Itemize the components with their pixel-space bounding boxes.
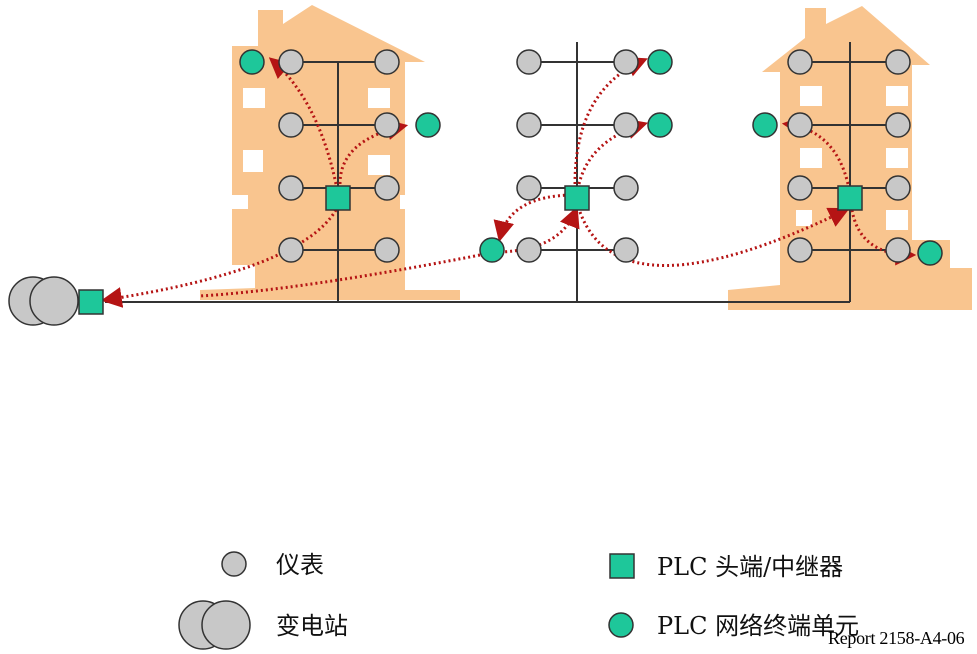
- legend-substation-icon-front: [202, 601, 250, 649]
- power-lines: [105, 42, 898, 302]
- building-left: [200, 5, 460, 300]
- legend-meter-label: 仪表: [276, 551, 324, 579]
- legend-substation-label: 变电站: [276, 612, 348, 640]
- legend-headend-icon: [610, 554, 634, 578]
- legend-meter-icon: [222, 552, 246, 576]
- legend-icons: [179, 552, 634, 649]
- legend-headend-label: PLC 头端/中继器: [657, 553, 843, 581]
- substation: [9, 277, 78, 325]
- report-code: Report 2158-A4-06: [828, 628, 964, 649]
- legend-terminal-icon: [609, 613, 633, 637]
